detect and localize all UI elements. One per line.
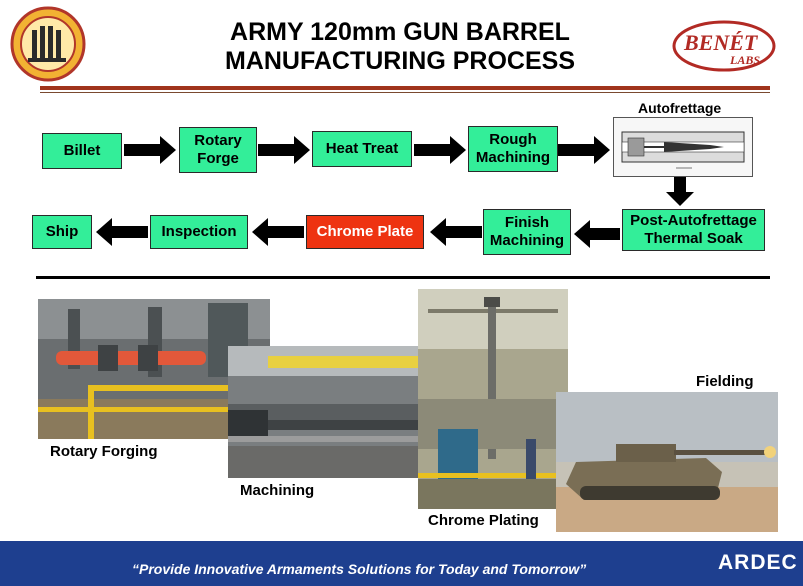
title-line-2: MANUFACTURING PROCESS bbox=[224, 47, 575, 75]
step-rough-machining-label: Rough Machining bbox=[475, 131, 551, 166]
footer-bar bbox=[0, 541, 803, 586]
step-finish-machining-label: Finish Machining bbox=[489, 214, 565, 249]
arrow-billet-to-forge bbox=[124, 136, 176, 164]
autofrettage-label: Autofrettage bbox=[638, 100, 722, 116]
step-inspection: Inspection bbox=[150, 215, 248, 249]
svg-text:BENÉT: BENÉT bbox=[683, 30, 759, 55]
title-rule-thin bbox=[40, 92, 770, 93]
step-heat-treat-label: Heat Treat bbox=[325, 140, 399, 157]
arrow-inspection-to-ship bbox=[96, 218, 148, 246]
ardec-seal-logo bbox=[10, 6, 86, 82]
step-post-autofrettage-label: Post-Autofrettage Thermal Soak bbox=[630, 212, 757, 247]
chrome-plating-caption: Chrome Plating bbox=[428, 512, 539, 529]
step-ship-label: Ship bbox=[45, 223, 79, 240]
step-heat-treat: Heat Treat bbox=[312, 131, 412, 167]
arrow-chrome-to-inspection bbox=[252, 218, 304, 246]
step-inspection-label: Inspection bbox=[161, 223, 237, 240]
process-arrows bbox=[96, 136, 694, 248]
arrow-rough-to-autofrettage bbox=[558, 136, 610, 164]
arrow-autofrettage-down bbox=[666, 176, 694, 206]
step-chrome-plate: Chrome Plate bbox=[306, 215, 424, 249]
step-chrome-plate-label: Chrome Plate bbox=[316, 223, 414, 240]
chrome-plating-photo bbox=[418, 289, 568, 509]
footer-org-name: ARDEC bbox=[718, 551, 798, 574]
section-divider bbox=[36, 276, 770, 279]
arrow-forge-to-heat bbox=[258, 136, 310, 164]
step-rough-machining: Rough Machining bbox=[468, 126, 558, 172]
arrow-heat-to-rough bbox=[414, 136, 466, 164]
footer-tagline: “Provide Innovative Armaments Solutions … bbox=[132, 561, 587, 577]
svg-text:LABS: LABS bbox=[729, 53, 760, 67]
machining-photo bbox=[228, 346, 418, 478]
title-rule bbox=[40, 86, 770, 90]
rotary-forging-caption: Rotary Forging bbox=[50, 443, 158, 460]
fielding-photo bbox=[556, 392, 778, 532]
step-billet-label: Billet bbox=[63, 142, 101, 159]
arrow-post-to-finish bbox=[574, 220, 620, 248]
arrow-finish-to-chrome bbox=[430, 218, 482, 246]
machining-caption: Machining bbox=[240, 482, 315, 499]
benet-labs-logo: BENÉT LABS bbox=[672, 20, 776, 72]
step-billet: Billet bbox=[42, 133, 122, 169]
fielding-caption: Fielding bbox=[696, 373, 754, 390]
autofrettage-diagram bbox=[613, 117, 753, 177]
step-rotary-forge: Rotary Forge bbox=[179, 127, 257, 173]
step-rotary-forge-label: Rotary Forge bbox=[194, 132, 242, 167]
step-post-autofrettage: Post-Autofrettage Thermal Soak bbox=[622, 209, 765, 251]
step-finish-machining: Finish Machining bbox=[483, 209, 571, 255]
title-line-1: ARMY 120mm GUN BARREL bbox=[230, 18, 570, 46]
page-title: ARMY 120mm GUN BARREL MANUFACTURING PROC… bbox=[170, 18, 630, 76]
step-ship: Ship bbox=[32, 215, 92, 249]
